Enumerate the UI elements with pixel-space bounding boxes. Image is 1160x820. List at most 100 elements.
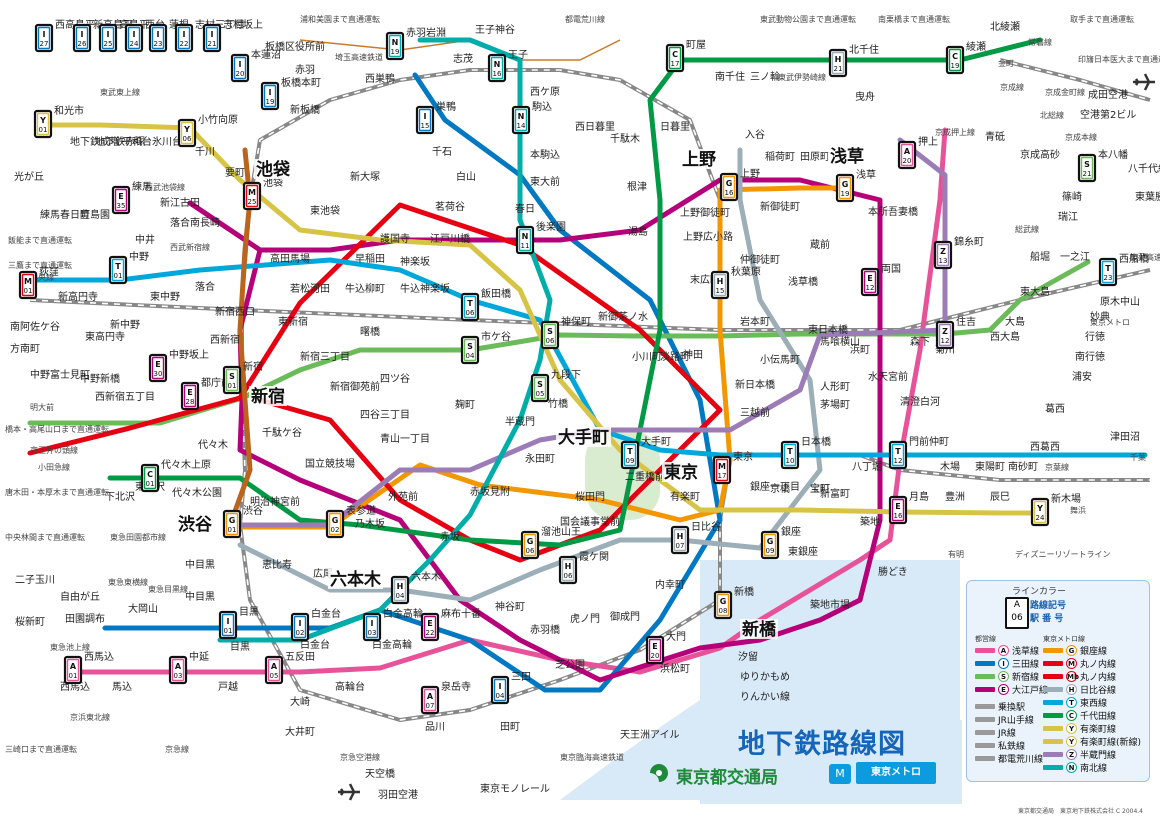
station-name: 代々木公園 — [172, 487, 222, 499]
station-name: 天王洲アイル — [620, 729, 680, 741]
legend-code-badge: Y — [1066, 723, 1077, 734]
major-station-label[interactable]: 大手町 — [558, 427, 609, 448]
major-station-label[interactable]: 新橋 — [742, 619, 777, 640]
major-station-label[interactable]: 浅草 — [830, 146, 864, 167]
station-name: 和光市 — [54, 104, 84, 117]
station-name: 原木中山 — [1100, 295, 1140, 308]
station-badge-inner — [127, 26, 141, 50]
legend-swatch — [1043, 739, 1063, 744]
station-name: 半蔵門 — [505, 415, 535, 428]
station-badge — [174, 23, 194, 53]
major-station-label[interactable]: 渋谷 — [178, 514, 213, 535]
legend-label: 私鉄線 — [998, 742, 1026, 752]
legend-row: JR線 — [975, 726, 1016, 739]
major-station-label[interactable]: 六本木 — [330, 569, 382, 590]
station-name: 千駄ケ谷 — [262, 426, 302, 439]
station-badge-inner — [66, 658, 80, 682]
station-number: 10 — [786, 457, 795, 465]
legend-label: 丸ノ内線 — [1080, 660, 1117, 670]
station-line-code: N — [522, 232, 529, 241]
station-line-code: S — [467, 342, 473, 351]
major-station-label[interactable]: 東京 — [664, 462, 698, 483]
external-line-label: 東武動物公園まで直通運転 — [760, 14, 856, 24]
station-badge-inner — [716, 593, 730, 617]
station-name: 王子神谷 — [475, 23, 515, 36]
station-name: 新木場 — [1051, 492, 1081, 505]
station-name: 成田空港 — [1088, 88, 1128, 101]
station-name: 三越前 — [740, 406, 770, 419]
legend-num-label: 駅 番 号 — [1030, 614, 1064, 624]
major-station-label[interactable]: 上野 — [682, 150, 716, 170]
station-line-code: I — [227, 617, 230, 626]
legend-label: JR山手線 — [998, 716, 1034, 726]
station-name: 上野 — [740, 168, 760, 180]
major-station-label[interactable]: 池袋 — [256, 159, 291, 180]
legend-code-badge: N — [1066, 762, 1077, 773]
station-number: 22 — [180, 40, 189, 48]
legend-label: JR線 — [998, 729, 1016, 739]
major-station-label[interactable]: 新宿 — [251, 386, 285, 407]
station-badge-inner — [948, 48, 962, 72]
station-name: 牛込神楽坂 — [400, 282, 450, 295]
station-name: 清澄白河 — [900, 395, 940, 408]
